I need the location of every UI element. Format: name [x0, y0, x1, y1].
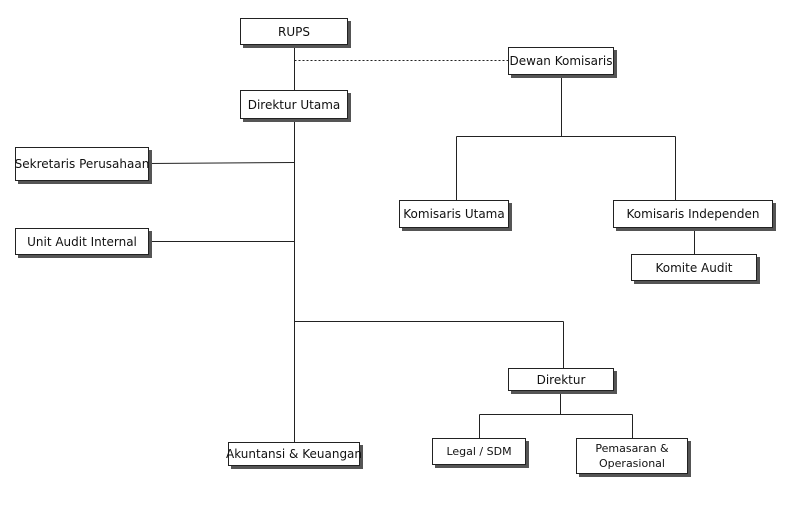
- label-akuntansi-keuangan: Akuntansi & Keuangan: [225, 447, 363, 461]
- box-komisaris-independen: Komisaris Independen: [613, 200, 773, 228]
- box-sekretaris-perusahaan: Sekretaris Perusahaan: [15, 147, 149, 181]
- box-direktur: Direktur: [508, 368, 614, 391]
- box-komite-audit: Komite Audit: [631, 254, 757, 281]
- box-akuntansi-keuangan: Akuntansi & Keuangan: [225, 442, 363, 466]
- label-unit-audit-internal: Unit Audit Internal: [27, 234, 137, 249]
- box-dewan-komisaris: Dewan Komisaris: [508, 47, 614, 75]
- box-pemasaran-operasional: Pemasaran & Operasional: [576, 438, 688, 474]
- box-rups: RUPS: [240, 18, 348, 45]
- label-komisaris-independen: Komisaris Independen: [626, 207, 760, 221]
- label-komisaris-utama: Komisaris Utama: [403, 207, 505, 221]
- label-pemasaran-operasional: Pemasaran & Operasional: [595, 442, 669, 470]
- label-rups: RUPS: [278, 24, 310, 39]
- box-komisaris-utama: Komisaris Utama: [399, 200, 509, 228]
- label-komite-audit: Komite Audit: [655, 260, 733, 275]
- label-legal-sdm: Legal / SDM: [446, 444, 512, 458]
- label-direktur: Direktur: [536, 372, 586, 387]
- line-sekretaris: [148, 162, 295, 164]
- label-dewan-komisaris: Dewan Komisaris: [509, 54, 613, 68]
- label-direktur-utama: Direktur Utama: [247, 97, 341, 112]
- box-legal-sdm: Legal / SDM: [432, 438, 526, 465]
- box-direktur-utama: Direktur Utama: [240, 90, 348, 119]
- box-unit-audit-internal: Unit Audit Internal: [15, 228, 149, 255]
- label-sekretaris-perusahaan: Sekretaris Perusahaan: [14, 157, 150, 171]
